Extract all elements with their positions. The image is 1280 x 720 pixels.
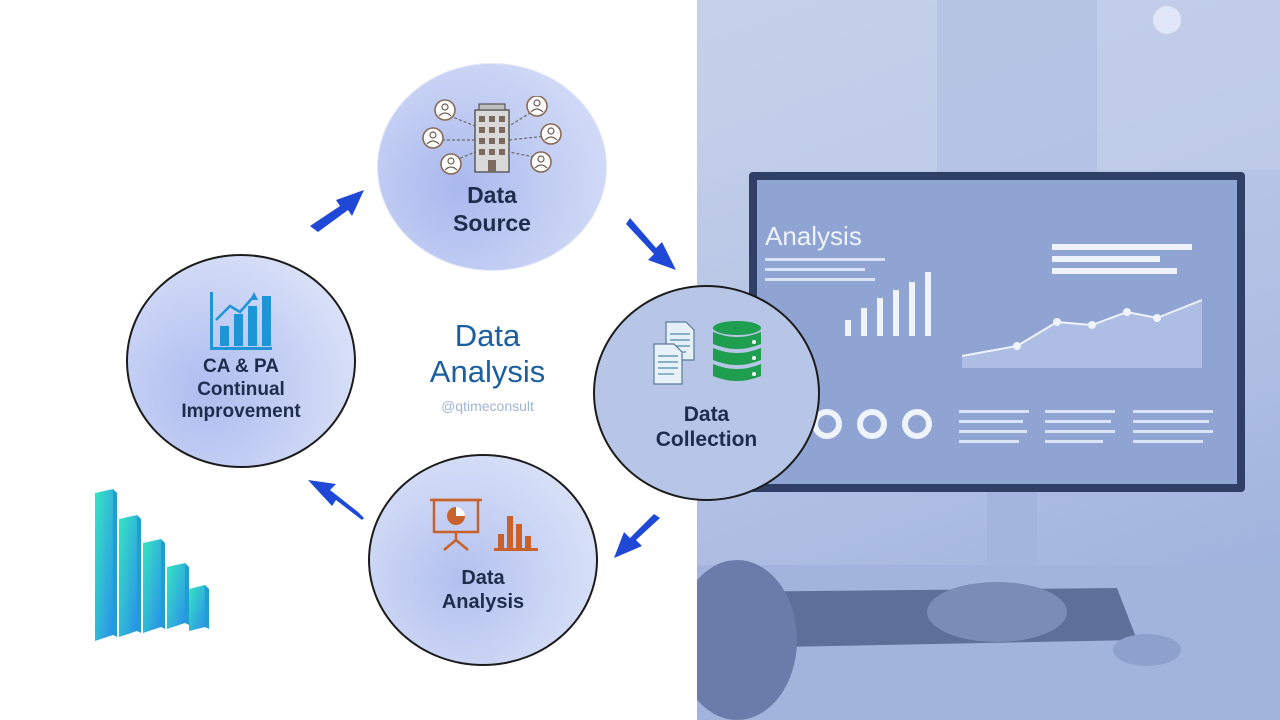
center-handle: @qtimeconsult bbox=[441, 398, 534, 414]
node-source-label: Data Source bbox=[453, 182, 531, 236]
growth-chart-icon bbox=[210, 291, 272, 350]
node-data-analysis: Data Analysis bbox=[368, 454, 598, 666]
node-improvement-label: CA & PA Continual Improvement bbox=[181, 355, 301, 423]
arrow-to-collection bbox=[626, 218, 676, 270]
photo-panel: Analysis bbox=[697, 0, 1280, 720]
3d-bars-icon bbox=[95, 489, 209, 641]
document-stack-icon bbox=[652, 321, 695, 385]
arrow-to-analysis bbox=[614, 514, 660, 558]
center-title: Data Analysis bbox=[429, 318, 546, 390]
node-continual-improvement: CA & PA Continual Improvement bbox=[126, 254, 356, 468]
bar-chart-icon bbox=[494, 516, 538, 551]
node-data-source: Data Source bbox=[377, 63, 607, 271]
node-data-collection: Data Collection bbox=[593, 285, 820, 501]
people-network-icon bbox=[422, 96, 562, 176]
arrow-to-source bbox=[310, 190, 364, 232]
node-analysis-label: Data Analysis bbox=[441, 567, 525, 613]
arrow-to-improvement bbox=[308, 480, 364, 520]
node-collection-label: Data Collection bbox=[655, 402, 758, 451]
monitor-bar-chart bbox=[845, 272, 931, 336]
presentation-icon bbox=[430, 498, 482, 551]
monitor-heading: Analysis bbox=[765, 221, 862, 251]
database-icon bbox=[712, 320, 761, 381]
monitor-scene: Analysis bbox=[697, 0, 1280, 720]
